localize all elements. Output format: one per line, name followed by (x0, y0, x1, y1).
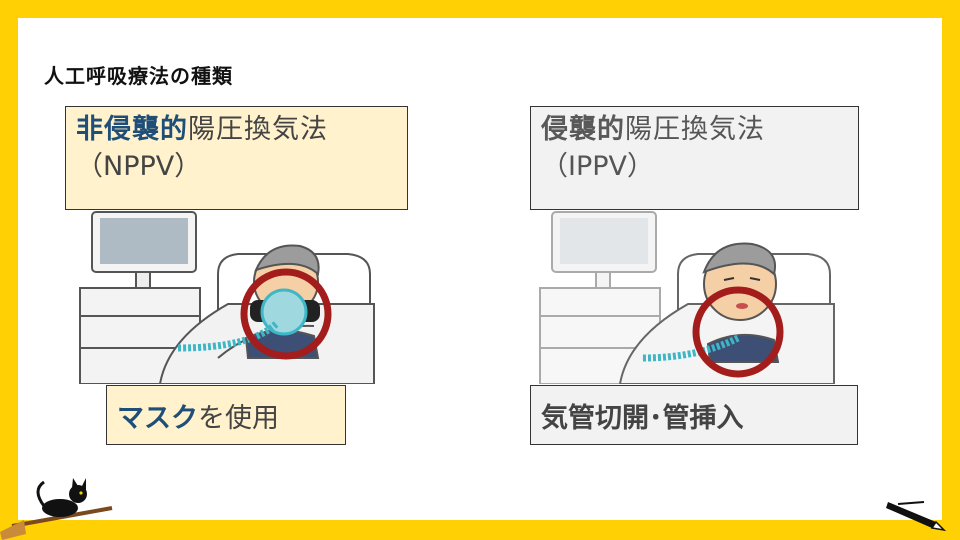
ippv-highlight: 侵襲的 (541, 114, 625, 145)
ippv-abbrev: （IPPV） (541, 151, 654, 182)
highlight-circle (692, 286, 784, 378)
slide: 人工呼吸療法の種類 (18, 18, 942, 520)
pen-icon (886, 501, 947, 532)
mask-highlight: マスク (117, 403, 198, 434)
nppv-illustration (79, 211, 375, 384)
tracheal-tube (641, 334, 740, 362)
nppv-highlight: 非侵襲的 (76, 114, 188, 145)
nppv-abbrev: （NPPV） (76, 151, 202, 182)
slide-title: 人工呼吸療法の種類 (44, 64, 233, 88)
highlight-circle (240, 268, 332, 360)
ippv-method-box: 気管切開･管挿入 (530, 385, 858, 445)
mask-rest: を使用 (198, 403, 279, 434)
ippv-illustration (539, 211, 835, 384)
ippv-label-box: 侵襲的陽圧換気法 （IPPV） (530, 106, 859, 210)
oxygen-mask (177, 288, 320, 352)
nppv-method-box: マスクを使用 (106, 385, 346, 445)
nppv-label-box: 非侵襲的陽圧換気法 （NPPV） (65, 106, 408, 210)
ippv-rest: 陽圧換気法 (625, 114, 765, 145)
black-cat-on-broom-icon (0, 478, 113, 540)
ventilator-monitor (539, 211, 661, 384)
nppv-rest: 陽圧換気法 (188, 114, 328, 145)
